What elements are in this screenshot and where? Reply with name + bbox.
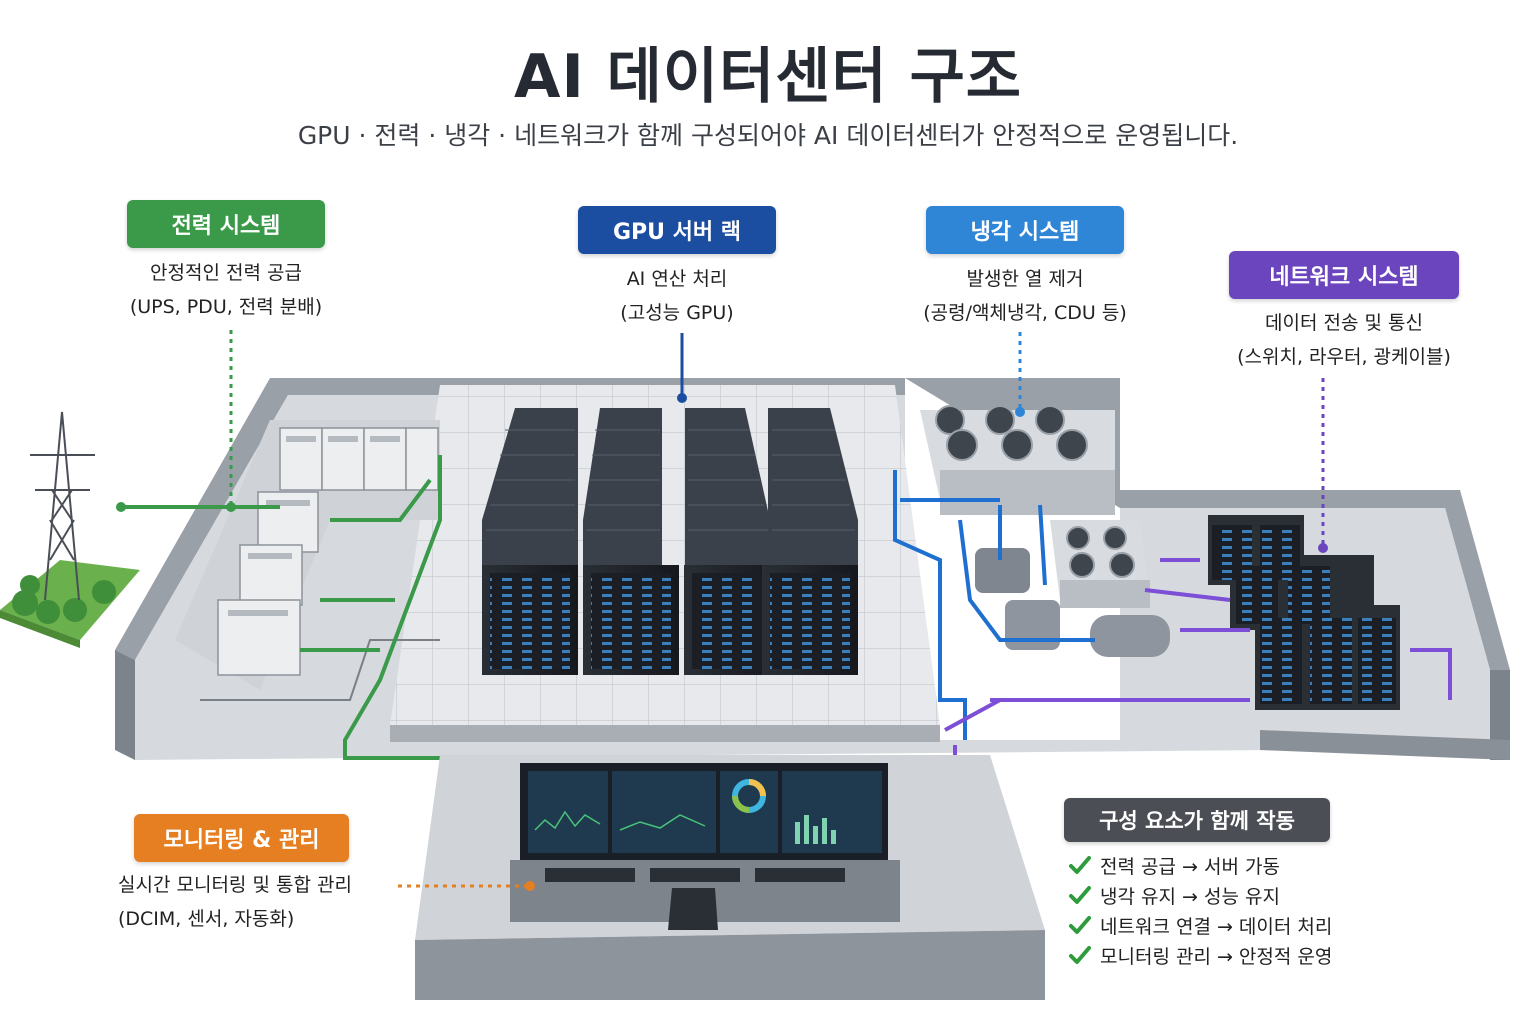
- check-icon: [1069, 946, 1091, 964]
- monitoring-room: [415, 755, 1045, 1000]
- cooling-system-badge: 냉각 시스템: [926, 206, 1124, 254]
- connector-dots: [116, 393, 1328, 891]
- workflow-item: 네트워크 연결 → 데이터 처리: [1068, 910, 1388, 940]
- workflow-item: 냉각 유지 → 성능 유지: [1068, 880, 1388, 910]
- gpu-rack-description: AI 연산 처리 (고성능 GPU): [560, 262, 794, 330]
- network-system-description: 데이터 전송 및 통신 (스위치, 라우터, 광케이블): [1210, 306, 1478, 374]
- connector-lines: [229, 330, 1325, 888]
- monitoring-badge: 모니터링 & 관리: [134, 814, 349, 862]
- cooling-equipment: [893, 405, 1170, 740]
- power-room: [175, 420, 440, 701]
- monitoring-desc-line1: 실시간 모니터링 및 통합 관리: [118, 874, 352, 896]
- monitoring-desc-line2: (DCIM, 센서, 자동화): [118, 908, 295, 930]
- power-tower: [0, 411, 140, 648]
- network-system-badge: 네트워크 시스템: [1229, 251, 1459, 299]
- gpu-server-racks: [482, 408, 858, 675]
- gpu-desc-line1: AI 연산 처리: [626, 268, 728, 290]
- check-icon: [1069, 886, 1091, 904]
- gpu-rack-badge: GPU 서버 랙: [578, 206, 776, 254]
- power-system-badge: 전력 시스템: [127, 200, 325, 248]
- check-icon: [1069, 916, 1091, 934]
- workflow-list: 전력 공급 → 서버 가동 냉각 유지 → 성능 유지 네트워크 연결 → 데이…: [1068, 850, 1388, 970]
- check-icon: [1069, 856, 1091, 874]
- workflow-item-text: 네트워크 연결 → 데이터 처리: [1100, 915, 1333, 938]
- cooling-desc-line1: 발생한 열 제거: [966, 268, 1084, 290]
- power-desc-line2: (UPS, PDU, 전력 분배): [129, 296, 323, 318]
- cooling-system-description: 발생한 열 제거 (공령/액체냉각, CDU 등): [890, 262, 1160, 330]
- monitoring-description: 실시간 모니터링 및 통합 관리 (DCIM, 센서, 자동화): [118, 868, 408, 936]
- cooling-desc-line2: (공령/액체냉각, CDU 등): [923, 302, 1127, 324]
- power-cables: [120, 455, 450, 760]
- page-subtitle: GPU · 전력 · 냉각 · 네트워크가 함께 구성되어야 AI 데이터센터가…: [297, 121, 1239, 150]
- page-title: AI 데이터센터 구조: [514, 42, 1022, 112]
- power-system-description: 안정적인 전력 공급 (UPS, PDU, 전력 분배): [110, 256, 342, 324]
- workflow-item-text: 냉각 유지 → 성능 유지: [1100, 885, 1280, 908]
- workflow-item: 모니터링 관리 → 안정적 운영: [1068, 940, 1388, 970]
- power-desc-line1: 안정적인 전력 공급: [150, 262, 302, 284]
- workflow-badge: 구성 요소가 함께 작동: [1064, 798, 1330, 842]
- workflow-item-text: 전력 공급 → 서버 가동: [1100, 855, 1280, 878]
- network-desc-line2: (스위치, 라우터, 광케이블): [1237, 346, 1451, 368]
- gpu-desc-line2: (고성능 GPU): [620, 302, 734, 324]
- workflow-item: 전력 공급 → 서버 가동: [1068, 850, 1388, 880]
- workflow-item-text: 모니터링 관리 → 안정적 운영: [1100, 945, 1333, 968]
- network-desc-line1: 데이터 전송 및 통신: [1265, 312, 1423, 334]
